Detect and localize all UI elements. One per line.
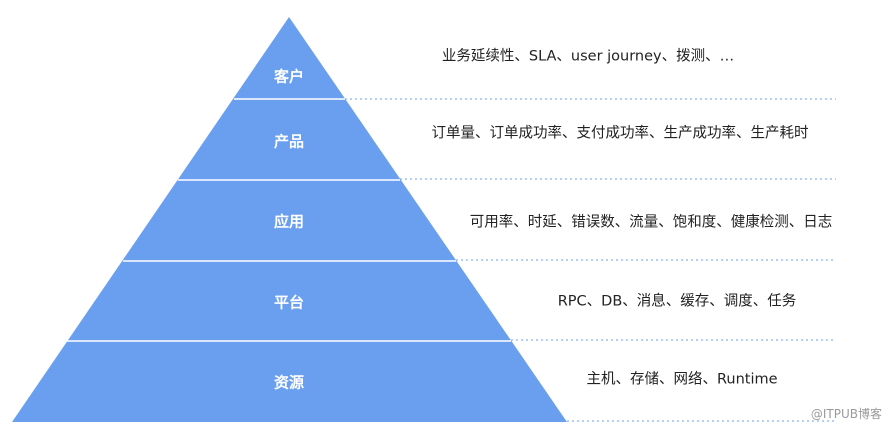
- layer-description-customer: 业务延续性、SLA、user journey、拨测、…: [441, 48, 735, 65]
- pyramid-shape: [12, 17, 567, 422]
- layer-label-platform: 平台: [274, 294, 304, 312]
- layer-description-resource: 主机、存储、网络、Runtime: [586, 371, 778, 388]
- layer-label-application: 应用: [274, 213, 304, 231]
- layer-description-product: 订单量、订单成功率、支付成功率、生产成功率、生产耗时: [431, 125, 809, 142]
- layer-description-application: 可用率、时延、错误数、流量、饱和度、健康检测、日志: [469, 214, 833, 231]
- layer-label-customer: 客户: [273, 68, 304, 86]
- watermark: @ITPUB博客: [810, 407, 882, 421]
- layer-label-resource: 资源: [274, 374, 304, 392]
- layer-label-product: 产品: [274, 133, 304, 151]
- layer-description-platform: RPC、DB、消息、缓存、调度、任务: [557, 293, 797, 310]
